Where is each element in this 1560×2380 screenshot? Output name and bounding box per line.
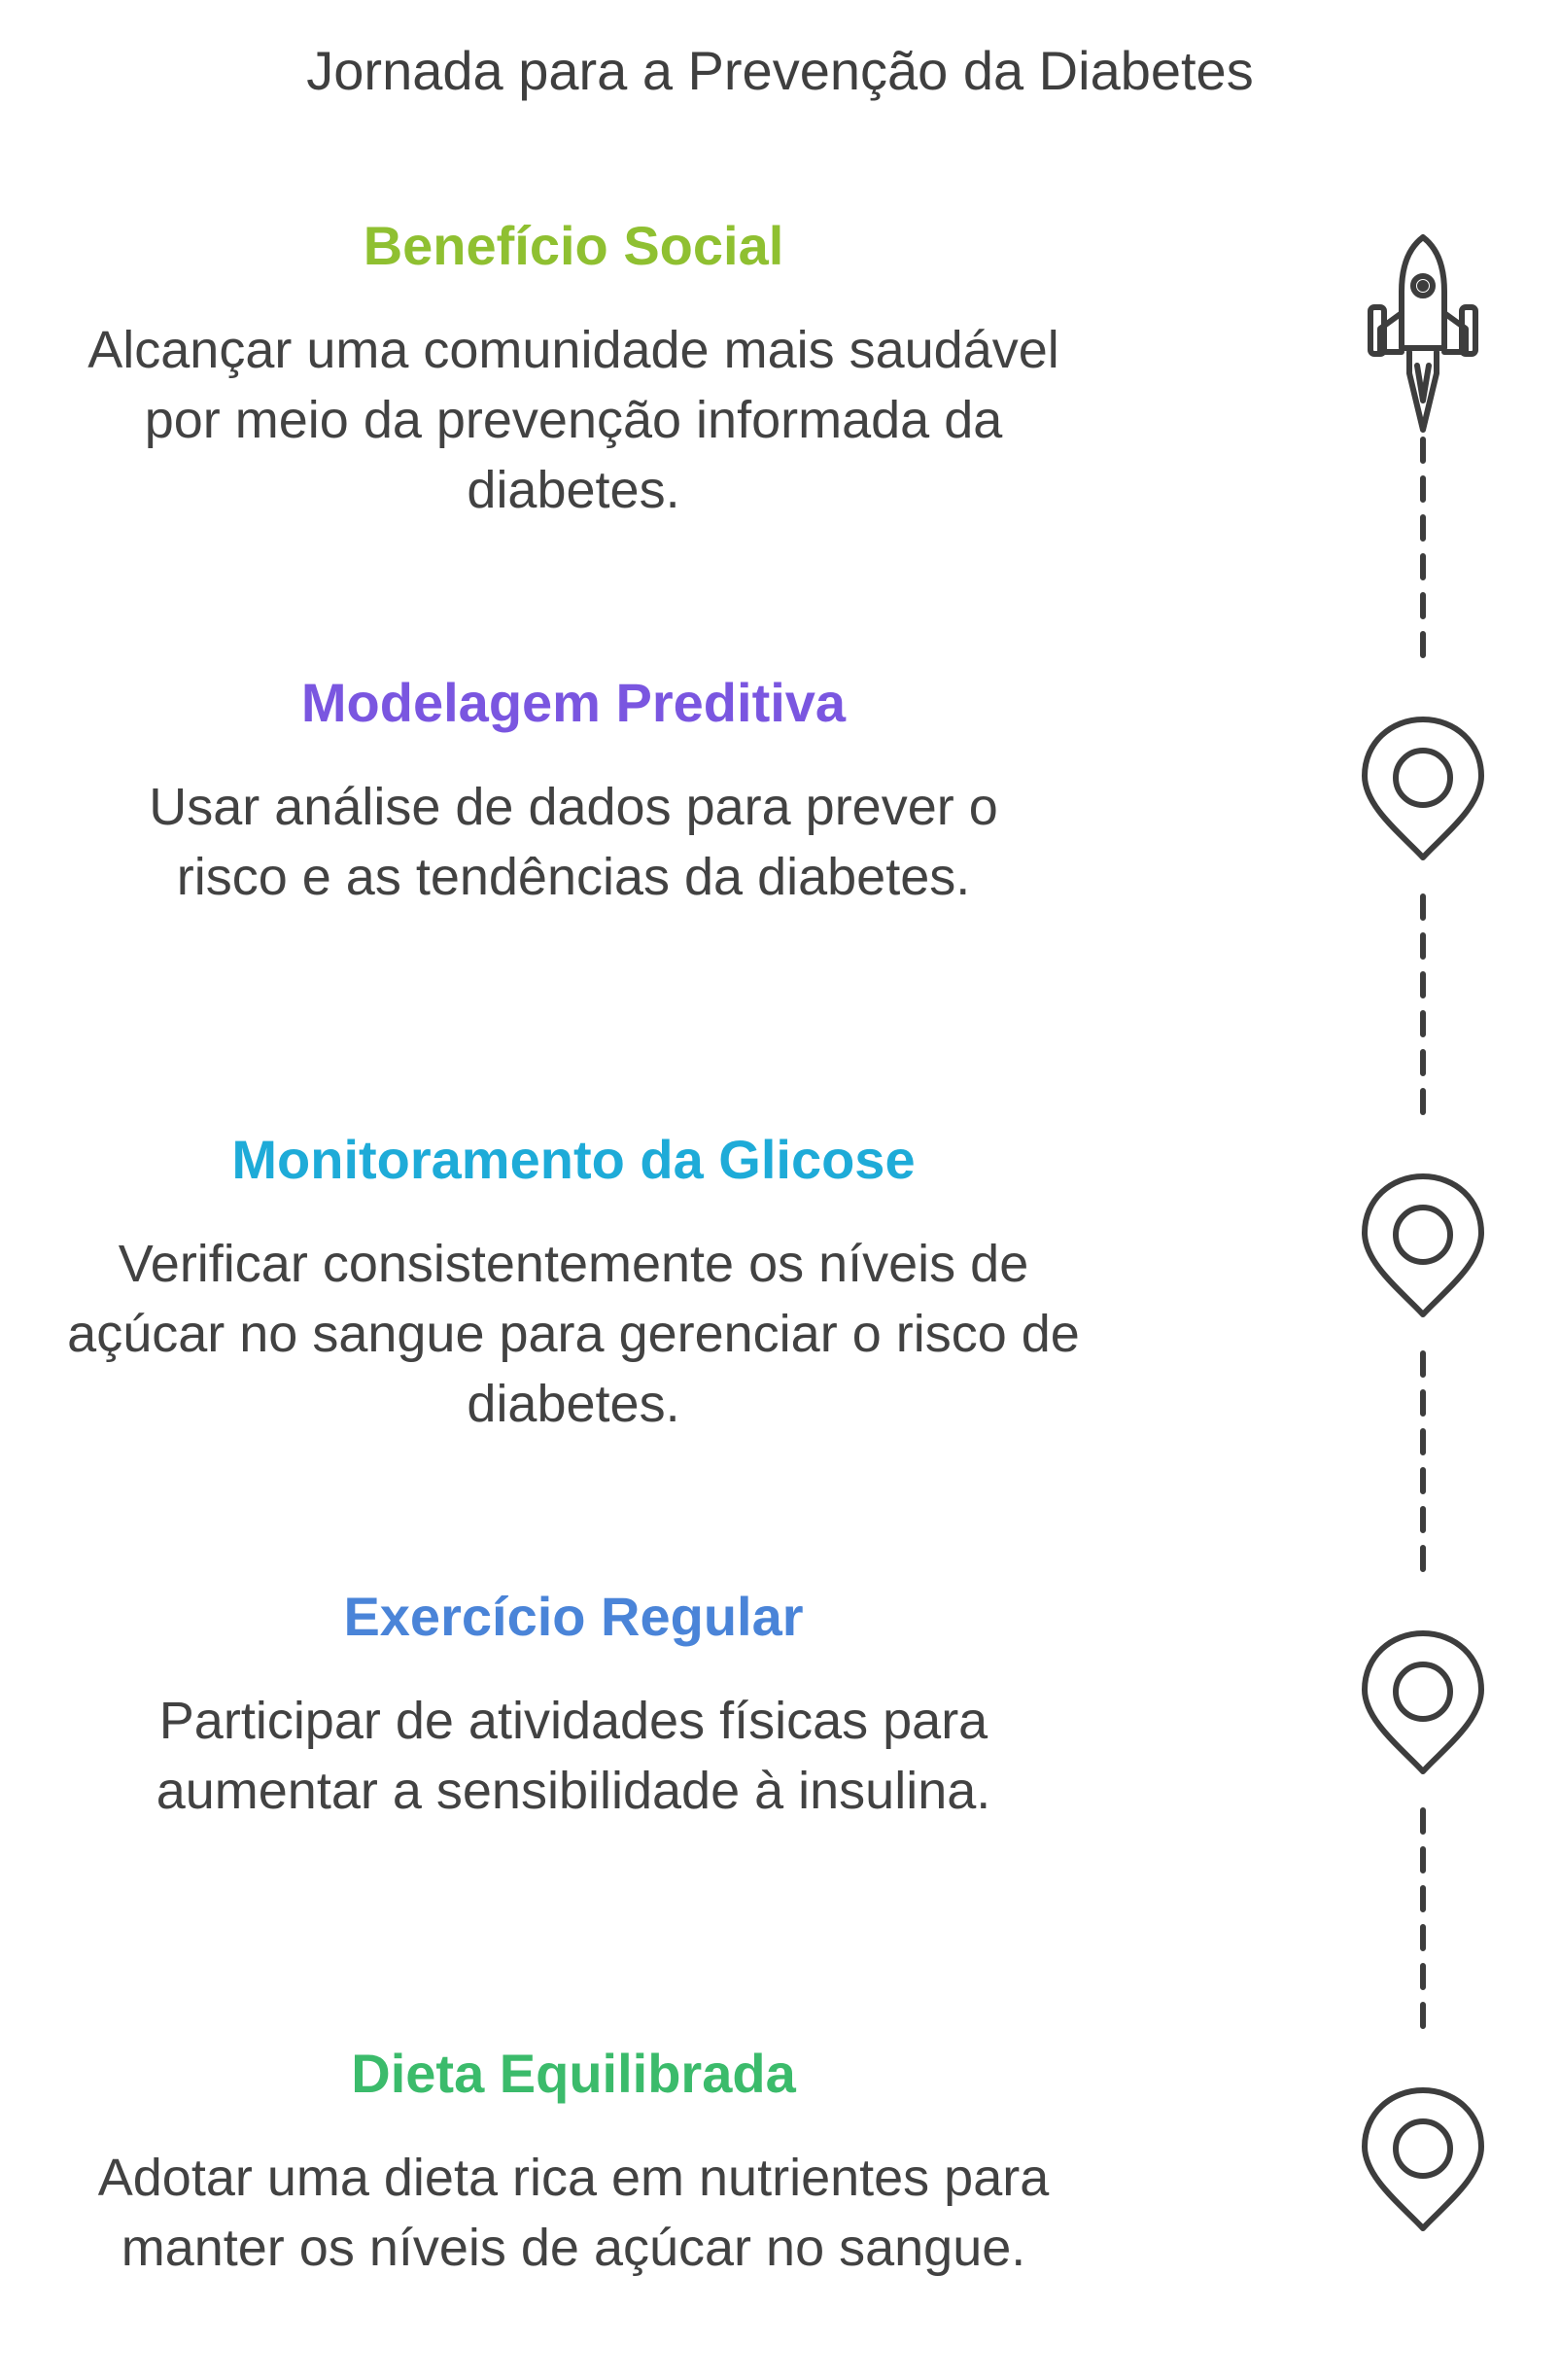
- step-description: Participar de atividades físicas para au…: [156, 1692, 991, 1820]
- step-description: Verificar consistentemente os níveis de …: [67, 1235, 1080, 1433]
- step-description: Adotar uma dieta rica em nutrientes para…: [97, 2149, 1050, 2277]
- step-balanced-diet: Dieta Equilibrada Adotar uma dieta rica …: [39, 2040, 1108, 2283]
- step-heading: Monitoramento da Glicose: [231, 1129, 916, 1190]
- step-heading: Benefício Social: [363, 215, 784, 276]
- step-glucose-monitoring: Monitoramento da Glicose Verificar consi…: [39, 1126, 1108, 1439]
- timeline: [1362, 234, 1484, 2231]
- step-description: Alcançar uma comunidade mais saudável po…: [87, 321, 1059, 519]
- step-description: Usar análise de dados para prever o risc…: [149, 778, 998, 906]
- step-heading: Modelagem Preditiva: [300, 672, 847, 733]
- rocket-icon: [1368, 234, 1478, 433]
- diagram-title: Jornada para a Prevenção da Diabetes: [306, 40, 1254, 101]
- step-social-benefit: Benefício Social Alcançar uma comunidade…: [39, 212, 1108, 525]
- step-regular-exercise: Exercício Regular Participar de atividad…: [39, 1583, 1108, 1826]
- map-pin-icon: [1362, 2087, 1484, 2231]
- map-pin-icon: [1362, 1630, 1484, 1774]
- map-pin-icon: [1362, 717, 1484, 860]
- step-predictive-modeling: Modelagem Preditiva Usar análise de dado…: [39, 669, 1108, 912]
- map-pin-icon: [1362, 1173, 1484, 1317]
- step-heading: Exercício Regular: [343, 1586, 804, 1647]
- step-heading: Dieta Equilibrada: [351, 2043, 796, 2104]
